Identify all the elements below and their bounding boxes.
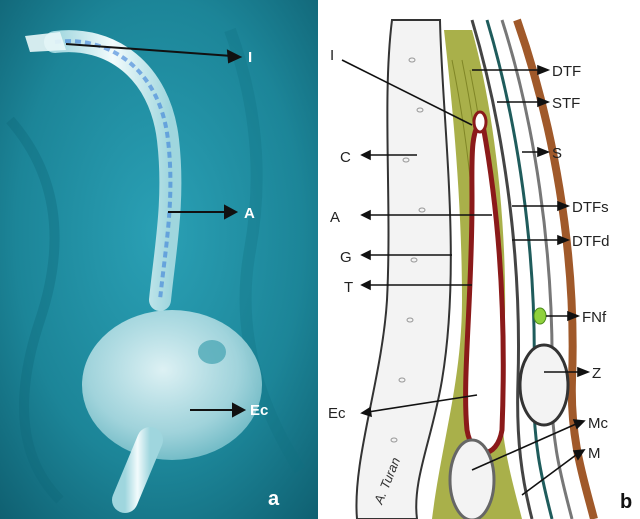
zygoma — [520, 345, 568, 425]
label-Z: Z — [592, 365, 601, 382]
facial-nerve-branch — [534, 308, 546, 324]
label-FNf: FNf — [582, 309, 607, 326]
label-I-b: I — [330, 47, 334, 64]
label-Ec-b: Ec — [328, 405, 346, 422]
expander-photo: I A Ec a — [0, 0, 318, 519]
panel-letter-b: b — [620, 491, 632, 513]
label-Mc: Mc — [588, 415, 608, 432]
label-C: C — [340, 149, 351, 166]
label-I-a: I — [248, 49, 252, 66]
label-Ec-a: Ec — [250, 402, 268, 419]
label-DTFd: DTFd — [572, 233, 610, 250]
label-STF: STF — [552, 95, 580, 112]
label-T: T — [344, 279, 353, 296]
label-G: G — [340, 249, 352, 266]
photo-panel-a: I A Ec a — [0, 0, 318, 519]
label-S: S — [552, 145, 562, 162]
panel-letter-a: a — [268, 488, 280, 510]
label-A-b: A — [330, 209, 340, 226]
drawing-panel-b: I C A G T Ec DTF STF S DTFs DTFd FNf Z M… — [322, 0, 640, 519]
mandible-condyle — [450, 440, 494, 519]
expander-balloon — [82, 310, 262, 460]
label-M: M — [588, 445, 601, 462]
label-A-a: A — [244, 205, 255, 222]
expander-port — [474, 112, 486, 132]
anatomy-drawing: I C A G T Ec DTF STF S DTFs DTFd FNf Z M… — [322, 0, 640, 519]
label-DTFs: DTFs — [572, 199, 609, 216]
label-DTF: DTF — [552, 63, 581, 80]
balloon-valve — [198, 340, 226, 364]
